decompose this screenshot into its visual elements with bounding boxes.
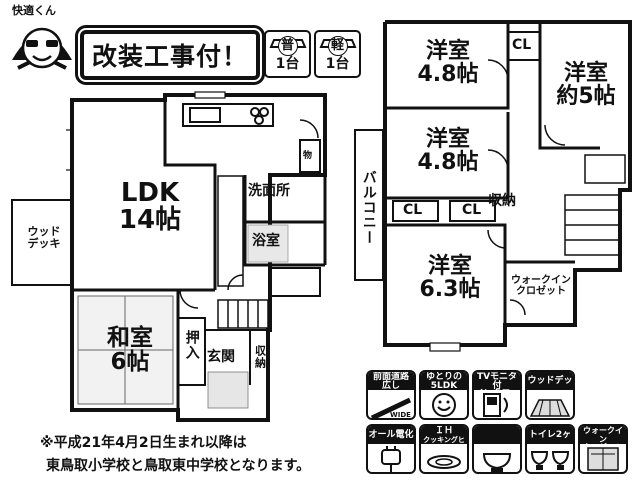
school-note-line1: ※平成21年4月2日生まれ以降は — [40, 435, 247, 451]
intercom-icon — [483, 393, 508, 417]
feature-road: 前面道路広し WIDE — [366, 370, 416, 420]
walkin-closet-label: ウォークイン クロゼット — [511, 275, 571, 297]
storage-2f-label: 収納 — [488, 193, 516, 209]
renovation-banner: 改装工事付！ — [80, 30, 260, 80]
closet-icon — [587, 447, 619, 471]
entrance-label: 玄関 — [207, 349, 235, 365]
plug-icon — [381, 446, 401, 472]
mascot-label: 快適くん — [12, 4, 56, 17]
feature-toilet — [472, 424, 522, 474]
room-washitsu: 和室 6帖 — [107, 325, 153, 376]
deck-icon — [529, 399, 571, 417]
room-western-1: 洋室 4.8帖 — [417, 39, 479, 88]
parking-kind: 普 — [277, 36, 298, 56]
room-western-3: 洋室 4.8帖 — [417, 127, 479, 176]
ih-icon — [427, 455, 461, 469]
parking-light: 軽 1台 — [314, 30, 361, 78]
road-icon: WIDE — [370, 397, 411, 419]
oshiire-label: 押入 — [183, 330, 200, 360]
room-ldk-size: 14帖 — [118, 205, 182, 236]
cl-label-3: CL — [462, 202, 482, 218]
svg-text:WIDE: WIDE — [390, 411, 411, 419]
room-western-2: 洋室 約5帖 — [556, 61, 616, 110]
cl-label-2: CL — [403, 202, 423, 218]
bath-label: 浴室 — [252, 233, 280, 249]
balcony-label: バルコニー — [360, 170, 377, 245]
school-note-line2: 東鳥取小学校と鳥取東中学校となります。 — [46, 458, 311, 474]
shoe-closet-label: 収納 — [253, 345, 267, 369]
parking-regular: 普 1台 — [264, 30, 311, 78]
room-western-4: 洋室 6.3帖 — [419, 254, 481, 303]
room-ldk: LDK 14帖 — [100, 178, 200, 236]
feature-wood-deck: ウッドデッキ — [525, 370, 575, 420]
parking-count: 1台 — [275, 56, 300, 72]
parking-count: 1台 — [325, 56, 350, 72]
toilets-icon — [530, 451, 570, 470]
washroom-label: 洗面所 — [248, 183, 290, 199]
feature-two-toilets: トイレ2ヶ — [525, 424, 575, 474]
cl-label-1: CL — [512, 37, 532, 53]
room-ldk-name: LDK — [120, 178, 180, 208]
smile-icon — [432, 393, 456, 417]
wood-deck-label: ウッド デッキ — [27, 225, 61, 250]
feature-all-electric: オール電化 — [366, 424, 416, 474]
feature-intercom: TVモニタ付インタフォン — [472, 370, 522, 420]
toilet-icon — [482, 453, 512, 472]
banner-text: 改装工事付！ — [91, 42, 248, 71]
parking-kind: 軽 — [327, 36, 348, 56]
mascot-icon — [12, 27, 72, 70]
mascot: 快適くん — [6, 2, 78, 78]
storage-small-label: 物 — [303, 151, 313, 161]
